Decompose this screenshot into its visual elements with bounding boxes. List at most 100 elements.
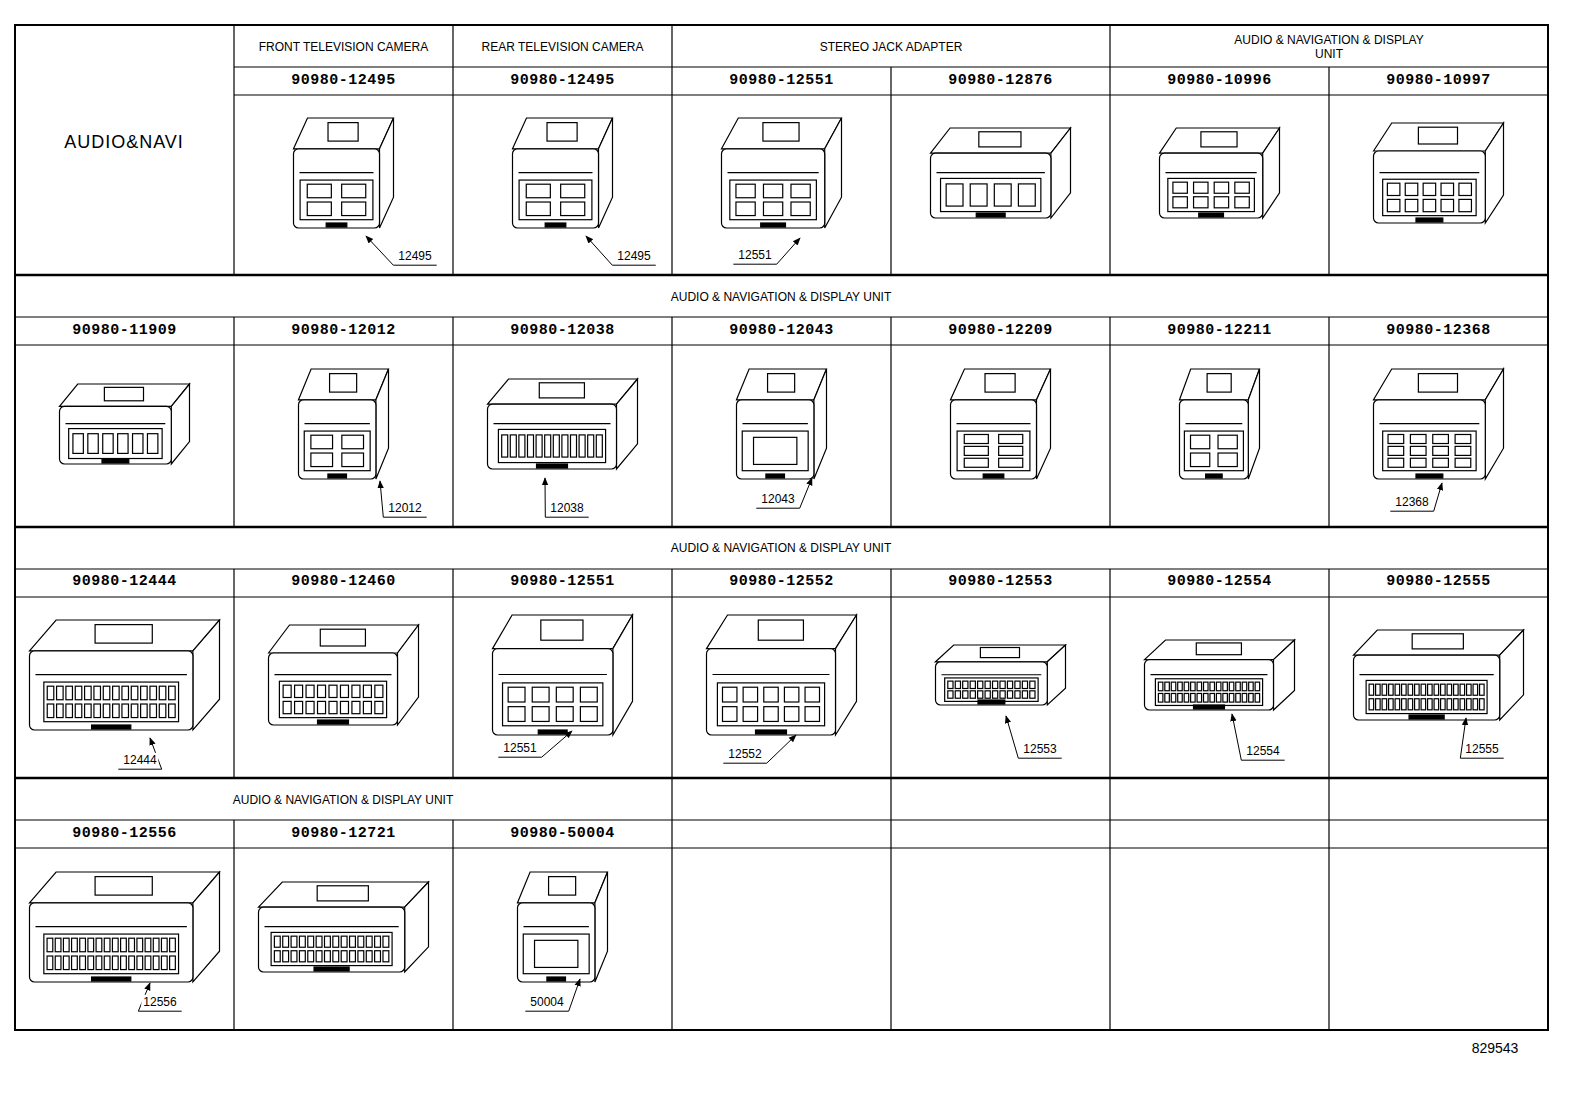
connector-lock: [1416, 474, 1443, 478]
connector-latch: [541, 620, 583, 640]
terminal-cavity: [169, 704, 176, 718]
connector-lock: [92, 977, 131, 981]
section-title: AUDIO&NAVI: [24, 132, 224, 154]
part-number: 90980-12555: [1334, 573, 1544, 591]
part-number: 90980-12552: [677, 573, 887, 591]
connector-top: [30, 620, 220, 651]
connector-top: [936, 645, 1066, 662]
connector-latch: [763, 123, 799, 141]
connector-latch: [330, 374, 357, 392]
connector-top: [269, 625, 419, 653]
connector-rib: [524, 926, 589, 927]
terminal-cavity: [562, 435, 568, 457]
terminal-cavity: [536, 435, 542, 457]
terminal-cavity: [274, 936, 280, 947]
connector-face: [269, 653, 398, 725]
cavity-frame: [1383, 179, 1476, 215]
connector-drawing: [1160, 128, 1280, 218]
terminal-cavity: [1421, 684, 1426, 695]
connector-lock: [314, 967, 349, 971]
terminal-cavity: [1473, 699, 1478, 710]
connector-drawing: [722, 118, 842, 228]
terminal-cavity: [1242, 693, 1247, 702]
connector-side: [193, 620, 220, 730]
callout-number: 12553: [1021, 742, 1058, 756]
terminal-cavity: [308, 936, 314, 947]
terminal-cavity: [1459, 199, 1472, 211]
connector-drawing: [1374, 369, 1504, 479]
cavity-frame: [1184, 431, 1243, 471]
cavity-frame: [503, 683, 603, 726]
terminal-cavity: [1000, 681, 1005, 688]
terminal-cavity: [1369, 699, 1374, 710]
callout-underline: [383, 517, 426, 518]
terminal-cavity: [366, 951, 372, 962]
callout-underline: [1018, 758, 1061, 759]
part-number: 90980-12043: [677, 322, 887, 340]
terminal-cavity: [85, 686, 92, 700]
callout-number: 12444: [121, 753, 158, 767]
connector-drawing: [30, 620, 220, 730]
column-heading: STEREO JACK ADAPTER: [681, 40, 1101, 54]
connector-drawing: [1374, 123, 1504, 223]
terminal-cavity: [80, 938, 86, 952]
terminal-cavity: [1460, 684, 1465, 695]
terminal-cavity: [556, 687, 573, 702]
terminal-cavity: [358, 951, 364, 962]
terminal-cavity: [73, 434, 83, 454]
connector-face: [60, 406, 172, 464]
terminal-cavity: [311, 435, 333, 449]
callout-underline: [498, 757, 541, 758]
callout-underline: [756, 508, 799, 509]
connector-latch: [1412, 634, 1463, 649]
terminal-cavity: [94, 704, 101, 718]
connector-face: [931, 153, 1051, 218]
connector-side: [599, 118, 613, 228]
callout-underline: [138, 1011, 181, 1012]
terminal-cavity: [75, 704, 82, 718]
terminal-cavity: [970, 681, 975, 688]
connector-latch: [1418, 374, 1457, 392]
terminal-cavity: [283, 951, 289, 962]
connector-rib: [942, 674, 1042, 675]
part-number: 90980-12551: [677, 72, 887, 90]
terminal-cavity: [1218, 453, 1237, 467]
connector-face: [1145, 660, 1274, 710]
connector-side: [171, 384, 189, 464]
connector-top: [259, 882, 429, 907]
terminal-cavity: [308, 951, 314, 962]
connector-face: [488, 404, 617, 469]
cavity-frame: [717, 683, 824, 726]
terminal-cavity: [1191, 435, 1210, 449]
connector-latch: [1418, 127, 1457, 144]
connector-side: [1051, 128, 1071, 218]
terminal-cavity: [150, 704, 157, 718]
terminal-cavity: [1194, 197, 1208, 208]
terminal-cavity: [1415, 684, 1420, 695]
terminal-cavity: [1216, 693, 1221, 702]
cavity-frame: [300, 180, 373, 220]
terminal-cavity: [1408, 684, 1413, 695]
leader-line: [777, 238, 800, 264]
terminal-cavity: [532, 707, 549, 722]
terminal-cavity: [1178, 693, 1183, 702]
terminal-cavity: [1455, 434, 1471, 443]
column-heading: AUDIO & NAVIGATION & DISPLAY UNIT: [1219, 33, 1439, 62]
terminal-cavity: [307, 202, 331, 216]
terminal-cavity: [150, 686, 157, 700]
terminal-cavity: [588, 435, 594, 457]
table-grid: [15, 25, 1548, 1030]
terminal-cavity: [375, 951, 381, 962]
terminal-cavity: [47, 704, 54, 718]
terminal-cavity: [316, 951, 322, 962]
connector-latch: [547, 123, 577, 141]
cavity-frame: [941, 178, 1041, 211]
connector-lock: [766, 474, 785, 478]
connector-face: [518, 903, 595, 982]
connector-drawing: [30, 872, 220, 982]
terminal-cavity: [978, 691, 983, 698]
terminal-cavity: [722, 687, 736, 702]
cavity-frame: [1366, 680, 1487, 713]
terminal-cavity: [948, 691, 953, 698]
connector-latch: [1201, 132, 1237, 147]
